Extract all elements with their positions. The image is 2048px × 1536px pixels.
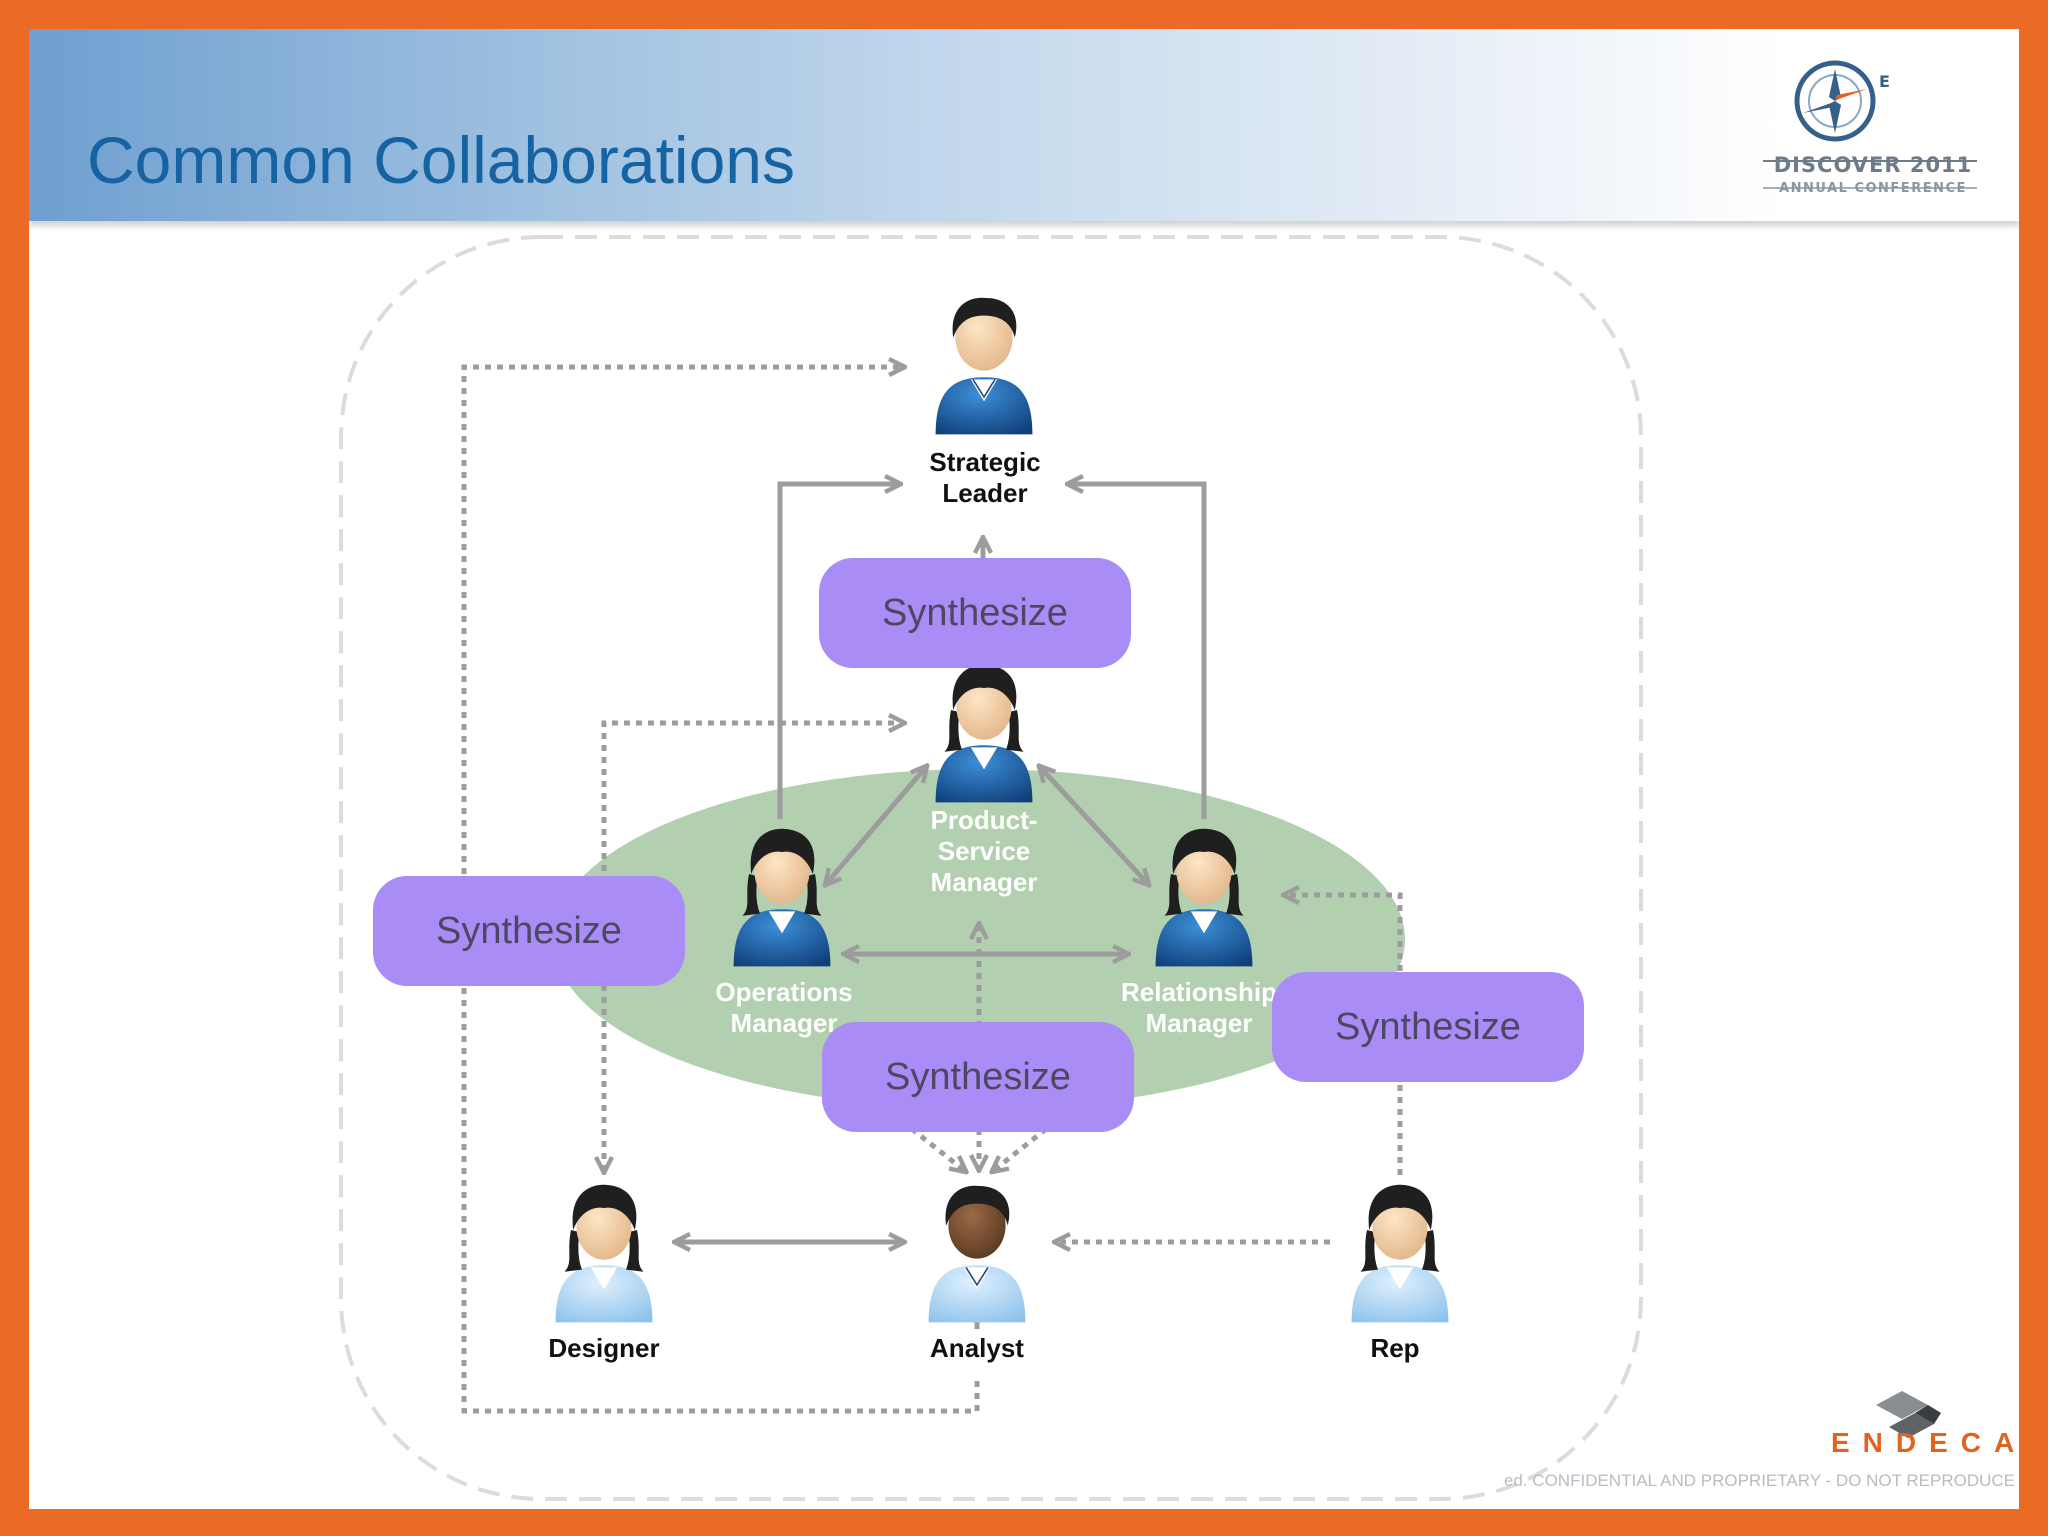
dotted-link-rm-analyst [993, 1097, 1086, 1171]
conference-subtitle: ANNUAL CONFERENCE [1779, 181, 1967, 196]
role-label-rep: Rep [1370, 1333, 1420, 1363]
role-label-relationship-manager: Relationship Manager [1120, 977, 1277, 1038]
title-banner [29, 29, 2019, 221]
product-service-manager-person-icon [935, 664, 1033, 803]
dotted-link-strategic-loop [461, 367, 980, 1414]
endeca-logo-text: ENDECA® [1831, 1427, 2019, 1458]
synthesize-box-center: Synthesize [822, 1022, 1134, 1132]
link-psm-rm [1040, 767, 1148, 884]
collaboration-diagram [339, 235, 1941, 1501]
role-label-designer: Designer [548, 1333, 660, 1363]
strategic-leader-person-icon [934, 296, 1034, 436]
slide-title: Common Collaborations [87, 123, 795, 197]
synthesize-box-left: Synthesize [373, 876, 685, 986]
rep-person-icon [1351, 1184, 1449, 1323]
designer-person-icon [555, 1184, 653, 1323]
dotted-link-om-analyst [872, 1097, 965, 1171]
link-psm-om [826, 767, 926, 884]
svg-text:E: E [1879, 72, 1890, 91]
analyst-person-icon [927, 1184, 1027, 1324]
compass-logo-icon: E [1763, 60, 1977, 189]
role-label-product-service-manager: Product- Service Manager [930, 805, 1038, 897]
role-label-strategic-leader: Strategic Leader [929, 447, 1041, 508]
dotted-link-designer-psm [604, 723, 903, 1171]
role-label-operations-manager: Operations Manager [715, 977, 853, 1038]
confidentiality-footer: ed. CONFIDENTIAL AND PROPRIETARY - DO NO… [1503, 1471, 2015, 1490]
synthesize-box-top: Synthesize [819, 558, 1131, 668]
link-rm-leader [1069, 484, 1207, 819]
link-om-leader [777, 484, 899, 819]
role-label-analyst: Analyst [930, 1333, 1024, 1363]
dotted-link-rep-rm [1285, 895, 1403, 1175]
slide: Common Collaborations E DISCOVER 2011 AN… [29, 29, 2019, 1509]
synthesize-box-right: Synthesize [1272, 972, 1584, 1082]
outer-boundary [339, 235, 1643, 1501]
endeca-logo-icon [1876, 1391, 1941, 1438]
conference-name: DISCOVER 2011 [1773, 153, 1973, 177]
